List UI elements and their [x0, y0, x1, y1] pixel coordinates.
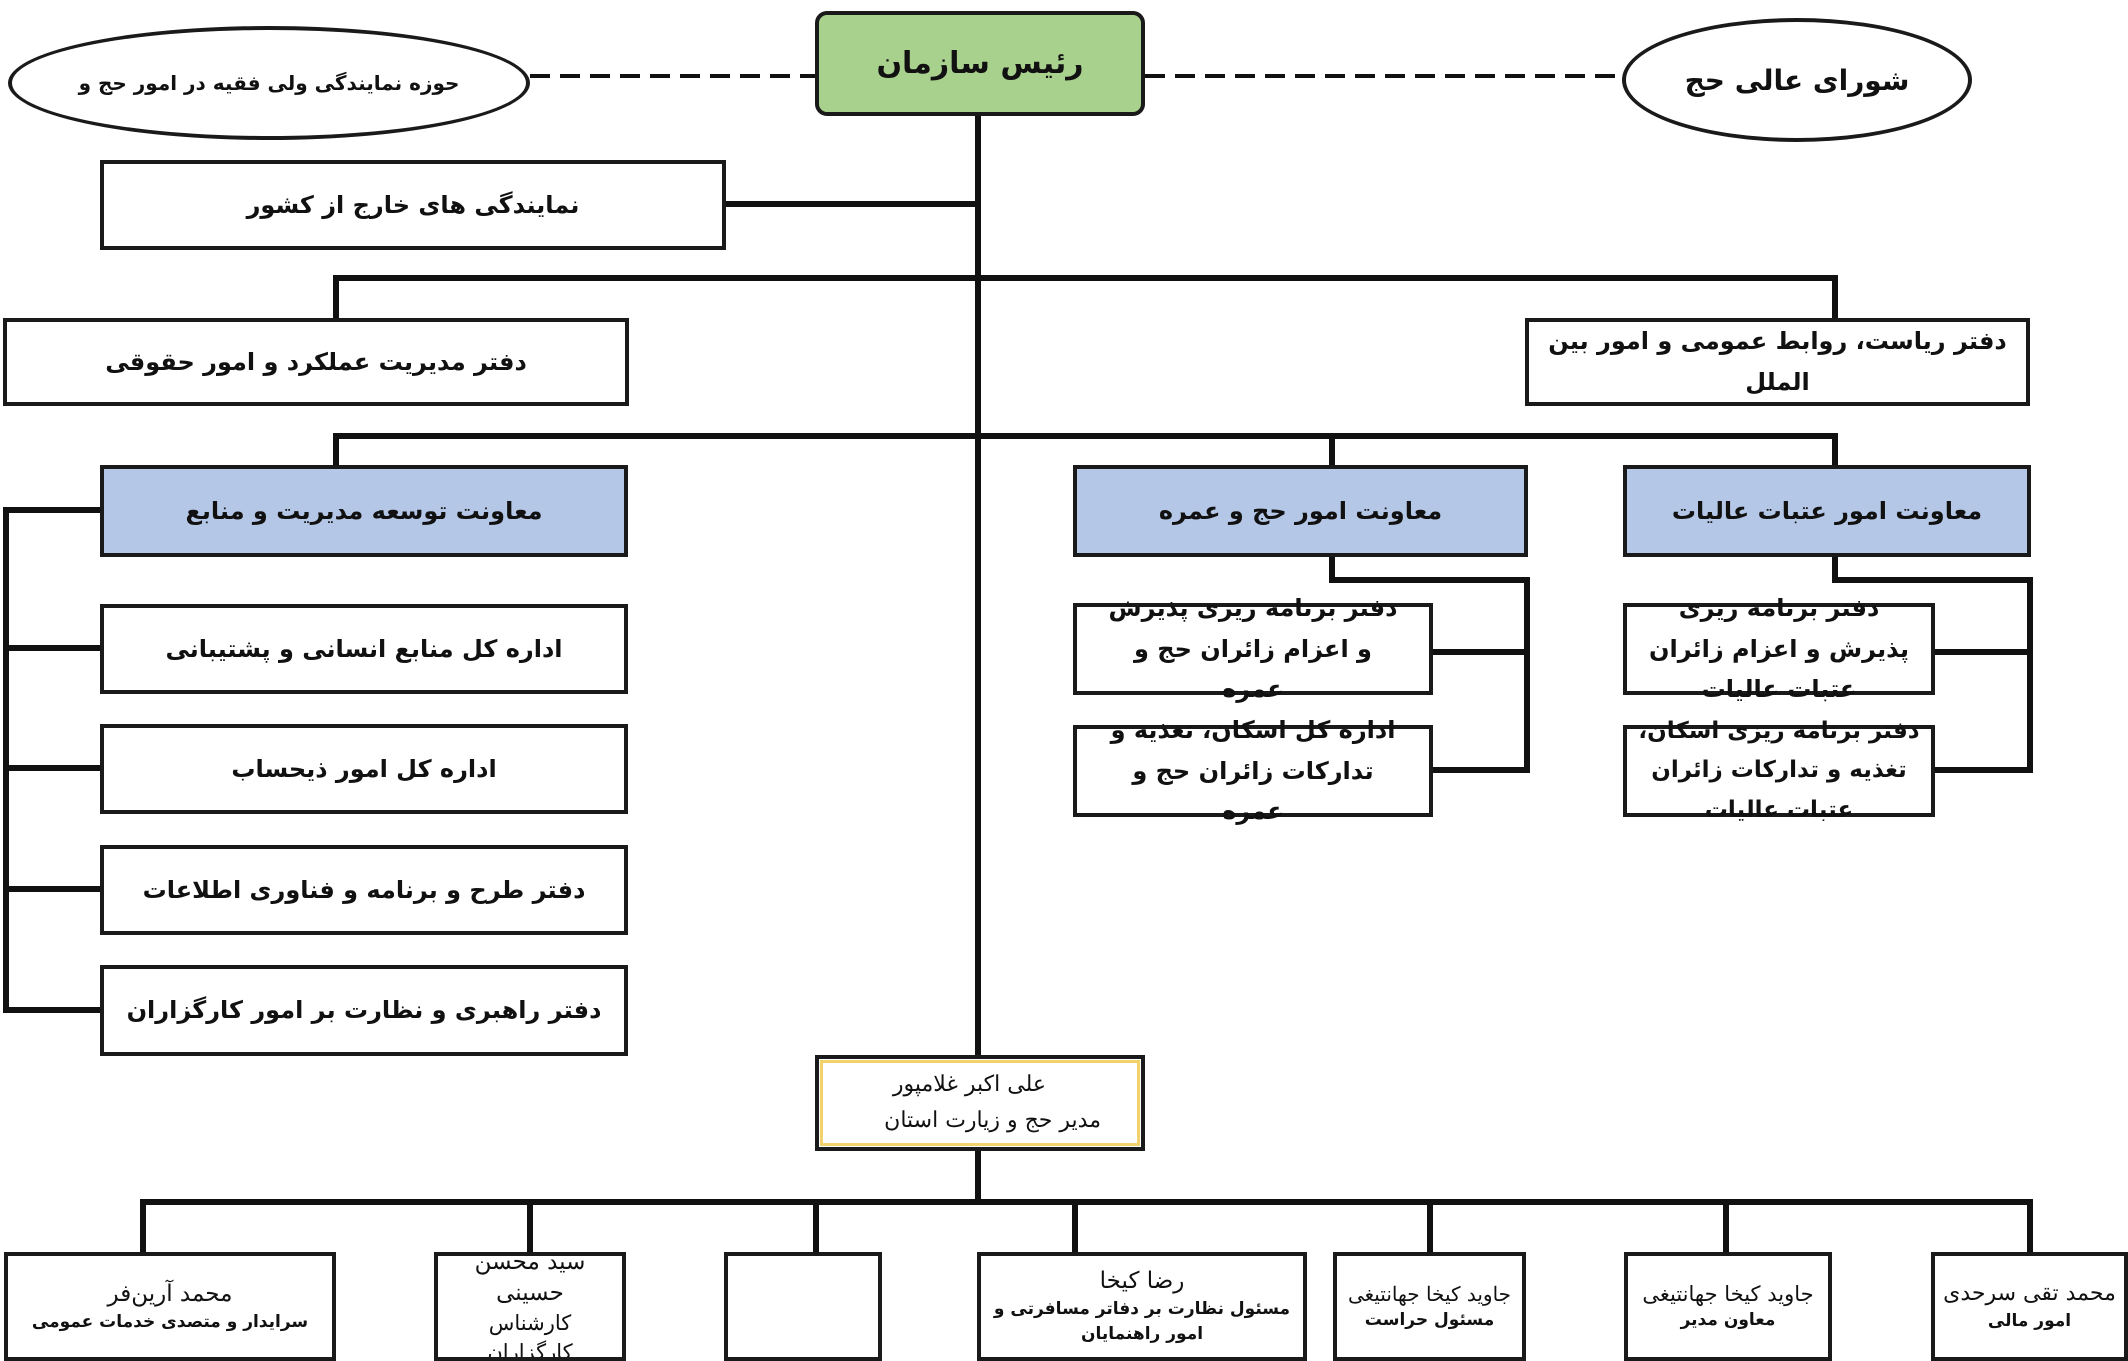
hajj-unit-label: اداره کل اسکان، تغذیه و تدارکات زائران ح…: [1110, 715, 1396, 826]
staff-card: محمد آرین‌فر سرایدار و متصدی خدمات عمومی: [4, 1252, 336, 1361]
staff-name: سید محسن حسینی: [474, 1252, 586, 1307]
management-unit-box: دفتر طرح و برنامه و فناوری اطلاعات: [100, 845, 628, 935]
staff-name: محمد تقی سرحدی: [1943, 1281, 2116, 1307]
staff-card: جاوید کیخا جهانتیغی معاون مدیر: [1624, 1252, 1832, 1361]
performance-office-box: دفتر مدیریت عملکرد و امور حقوقی: [3, 318, 629, 406]
deputy-hajj-box: معاونت امور حج و عمره: [1073, 465, 1528, 557]
staff-name: جاوید کیخا جهانتیغی: [1642, 1282, 1814, 1306]
staff-role: معاون مدیر: [1680, 1310, 1776, 1331]
management-unit-label: اداره کل امور ذیحساب: [231, 754, 497, 783]
representative-label: حوزه نمایندگی ولی فقیه در امور حج و: [78, 71, 460, 95]
deputy-atabat-label: معاونت امور عتبات عالیات: [1671, 496, 1983, 525]
hajj-unit-box: دفتر برنامه ریزی پذیرش و اعزام زائران حج…: [1073, 594, 1433, 703]
staff-name: جاوید کیخا جهانتیغی: [1347, 1281, 1512, 1306]
staff-card: جاوید کیخا جهانتیغی مسئول حراست: [1333, 1252, 1526, 1361]
staff-card: سید محسن حسینی کارشناس کارگزاران: [434, 1252, 626, 1361]
deputy-management-box: معاونت توسعه مدیریت و منابع: [100, 465, 628, 557]
provincial-manager-title: مدیر حج و زیارت استان: [884, 1108, 1101, 1133]
performance-office-label: دفتر مدیریت عملکرد و امور حقوقی: [105, 347, 527, 376]
presidency-office-box: دفتر ریاست، روابط عمومی و امور بین الملل: [1525, 318, 2030, 406]
management-unit-box: اداره کل امور ذیحساب: [100, 724, 628, 814]
management-unit-box: اداره کل منابع انسانی و پشتیبانی: [100, 604, 628, 694]
provincial-manager-box: علی اکبر غلامپور مدیر حج و زیارت استان: [815, 1055, 1145, 1151]
staff-role: مسئول نظارت بر دفاتر مسافرتی و امور راهن…: [993, 1299, 1291, 1345]
head-label: رئیس سازمان: [876, 46, 1084, 81]
staff-role: سرایدار و متصدی خدمات عمومی: [31, 1311, 309, 1332]
hajj-unit-label: دفتر برنامه ریزی پذیرش و اعزام زائران حج…: [1108, 593, 1398, 704]
staff-role: مسئول حراست: [1364, 1309, 1495, 1330]
overseas-office-box: نمایندگی های خارج از کشور: [100, 160, 726, 250]
staff-role: کارشناس کارگزاران: [487, 1311, 573, 1361]
overseas-office-label: نمایندگی های خارج از کشور: [246, 190, 580, 219]
staff-name: رضا کیخا: [1099, 1268, 1185, 1295]
staff-name: محمد آرین‌فر: [107, 1280, 233, 1307]
deputy-management-label: معاونت توسعه مدیریت و منابع: [185, 496, 543, 525]
staff-role: امور مالی: [1987, 1311, 2072, 1332]
head-box: رئیس سازمان: [815, 11, 1145, 116]
management-unit-label: دفتر راهبری و نظارت بر امور کارگزاران: [126, 996, 602, 1025]
management-unit-box: دفتر راهبری و نظارت بر امور کارگزاران: [100, 965, 628, 1056]
atabat-unit-label: دفتر برنامه ریزی پذیرش و اعزام زائران عت…: [1649, 593, 1909, 704]
management-unit-label: اداره کل منابع انسانی و پشتیبانی: [165, 634, 563, 663]
presidency-office-label: دفتر ریاست، روابط عمومی و امور بین الملل: [1548, 327, 2007, 396]
staff-card: رضا کیخا مسئول نظارت بر دفاتر مسافرتی و …: [977, 1252, 1307, 1361]
atabat-unit-box: دفتر برنامه ریزی پذیرش و اعزام زائران عت…: [1623, 594, 1935, 703]
representative-oval: حوزه نمایندگی ولی فقیه در امور حج و: [8, 26, 530, 140]
deputy-atabat-box: معاونت امور عتبات عالیات: [1623, 465, 2031, 557]
management-unit-label: دفتر طرح و برنامه و فناوری اطلاعات: [142, 875, 586, 904]
deputy-hajj-label: معاونت امور حج و عمره: [1158, 496, 1443, 525]
atabat-unit-label: دفتر برنامه ریزی اسکان، تغذیه و تدارکات …: [1638, 718, 1920, 823]
staff-card: محمد تقی سرحدی امور مالی: [1931, 1252, 2128, 1361]
hajj-unit-box: اداره کل اسکان، تغذیه و تدارکات زائران ح…: [1073, 716, 1433, 825]
council-label: شورای عالی حج: [1684, 63, 1910, 97]
staff-card: [724, 1252, 882, 1361]
provincial-manager-name: علی اکبر غلامپور: [892, 1071, 1046, 1097]
council-oval: شورای عالی حج: [1622, 18, 1972, 142]
atabat-unit-box: دفتر برنامه ریزی اسکان، تغذیه و تدارکات …: [1623, 718, 1935, 823]
